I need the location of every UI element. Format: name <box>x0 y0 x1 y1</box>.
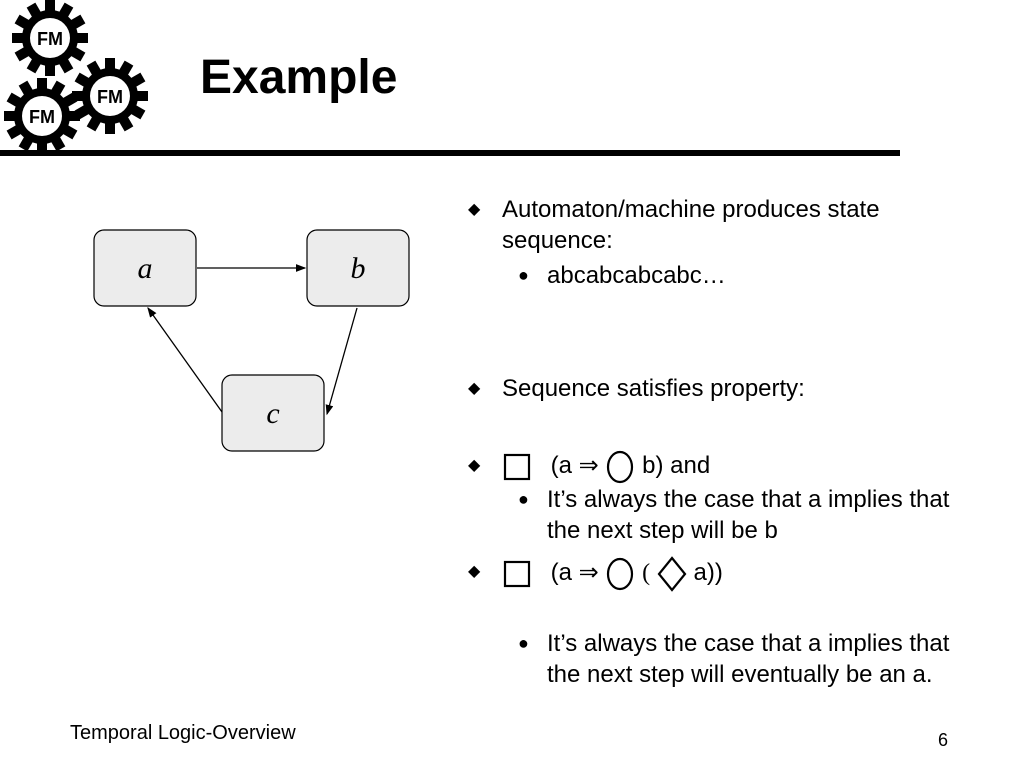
bullet-item: ◆ Automaton/machine produces state seque… <box>460 194 972 256</box>
formula-2-paren: ( <box>642 560 651 587</box>
gear-icon: FM <box>12 0 88 76</box>
logo-text-3: FM <box>29 107 55 127</box>
state-b-label: b <box>351 252 366 285</box>
bullet-item: ◆ Sequence satisfies property: <box>460 373 972 404</box>
state-c: c <box>221 374 325 452</box>
diamond-bullet-icon: ◆ <box>468 563 481 580</box>
always-square-icon <box>503 453 531 481</box>
dot-bullet-icon: ● <box>518 265 529 285</box>
slide-title: Example <box>200 51 398 104</box>
next-circle-icon <box>607 450 634 484</box>
gear-icon: FM <box>72 58 148 134</box>
formula-1: ◆ (a ⇒ b) and <box>460 450 972 484</box>
formula-2-close: a)) <box>693 559 723 587</box>
formula-1-close: b) and <box>642 452 711 480</box>
eventually-diamond-icon <box>657 556 687 592</box>
transition-b-c <box>325 307 358 416</box>
formula-1-open: (a ⇒ <box>550 452 599 480</box>
diamond-bullet-icon: ◆ <box>468 380 481 397</box>
state-a: a <box>93 229 197 307</box>
bullet-text: Sequence satisfies property: <box>502 375 805 402</box>
always-square-icon <box>503 560 531 588</box>
fm-logo: FM FM FM <box>4 0 148 154</box>
title-divider <box>0 150 900 156</box>
formula-2: ◆ (a ⇒ ( a)) <box>460 556 972 592</box>
sub-bullet-item: ● It’s always the case that a implies th… <box>460 628 977 690</box>
state-c-label: c <box>266 397 279 430</box>
sub-bullet-text: It’s always the case that a implies that… <box>547 630 950 688</box>
sub-bullet-text: It’s always the case that a implies that… <box>547 486 950 544</box>
state-a-label: a <box>138 252 153 285</box>
sub-bullet-item: ● abcabcabcabc… <box>460 260 977 291</box>
gear-icon: FM <box>4 78 80 154</box>
diamond-bullet-icon: ◆ <box>468 201 481 218</box>
logo-text-1: FM <box>37 29 63 49</box>
dot-bullet-icon: ● <box>518 489 529 509</box>
dot-bullet-icon: ● <box>518 633 529 653</box>
state-b: b <box>306 229 410 307</box>
state-diagram: a b c <box>93 229 410 452</box>
next-circle-icon <box>607 557 634 591</box>
diamond-bullet-icon: ◆ <box>468 457 481 474</box>
footer-title: Temporal Logic-Overview <box>70 722 296 744</box>
formula-2-open: (a ⇒ <box>550 559 599 587</box>
bullet-text: Automaton/machine produces state sequenc… <box>502 196 880 254</box>
page-number: 6 <box>938 730 949 750</box>
logo-text-2: FM <box>97 87 123 107</box>
sub-bullet-item: ● It’s always the case that a implies th… <box>460 484 977 546</box>
transition-c-a <box>147 306 223 413</box>
sub-bullet-text: abcabcabcabc… <box>547 262 726 289</box>
